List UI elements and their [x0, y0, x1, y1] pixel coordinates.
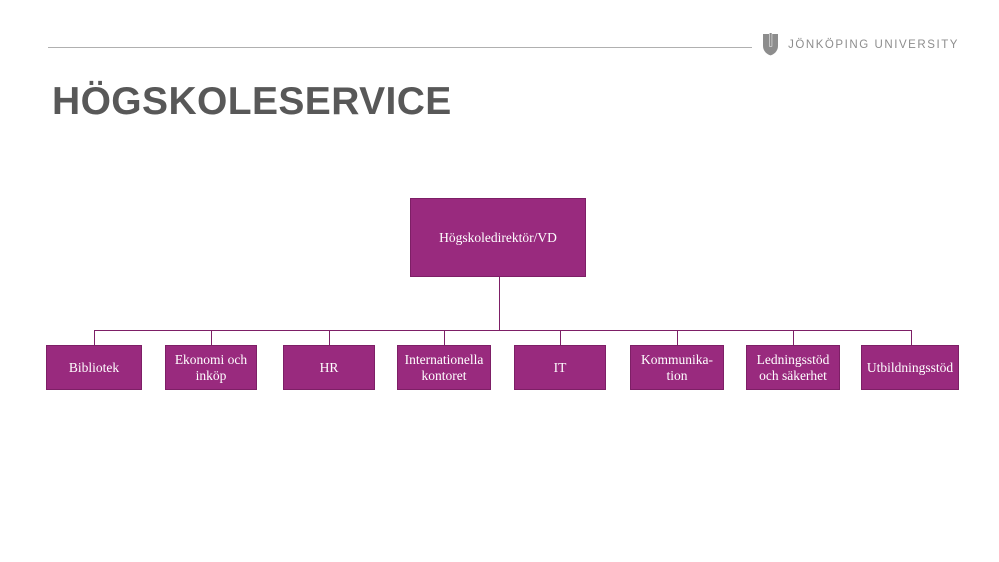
- connector-drop-internationella: [444, 330, 445, 345]
- connector-drop-hr: [329, 330, 330, 345]
- connector-bus: [94, 330, 911, 331]
- org-node-hr[interactable]: HR: [283, 345, 375, 390]
- org-node-it[interactable]: IT: [514, 345, 606, 390]
- connector-drop-utbildningsstod: [911, 330, 912, 345]
- org-node-root[interactable]: Högskoledirektör/VD: [410, 198, 586, 277]
- brand-name: JÖNKÖPING UNIVERSITY: [788, 38, 959, 51]
- connector-trunk: [499, 277, 500, 330]
- connector-drop-ledningsstod: [793, 330, 794, 345]
- org-node-utbildningsstod-label: Utbildningsstöd: [866, 359, 954, 375]
- org-node-utbildningsstod[interactable]: Utbildningsstöd: [861, 345, 959, 390]
- connector-drop-kommunikation: [677, 330, 678, 345]
- org-node-bibliotek-label: Bibliotek: [68, 359, 120, 375]
- org-node-kommunikation-label: Kommunika-tion: [641, 352, 713, 383]
- brand-lockup: JÖNKÖPING UNIVERSITY: [762, 33, 959, 56]
- ju-shield-icon: [763, 33, 779, 56]
- page-title: HÖGSKOLESERVICE: [52, 80, 452, 123]
- org-node-it-label: IT: [553, 359, 567, 375]
- org-node-hr-label: HR: [319, 359, 339, 375]
- connector-drop-it: [560, 330, 561, 345]
- org-node-root-label: Högskoledirektör/VD: [439, 229, 557, 245]
- org-node-kommunikation[interactable]: Kommunika-tion: [630, 345, 724, 390]
- connector-drop-ekonomi-inkop: [211, 330, 212, 345]
- org-node-bibliotek[interactable]: Bibliotek: [46, 345, 142, 390]
- connector-drop-bibliotek: [94, 330, 95, 345]
- header-divider: [48, 47, 752, 48]
